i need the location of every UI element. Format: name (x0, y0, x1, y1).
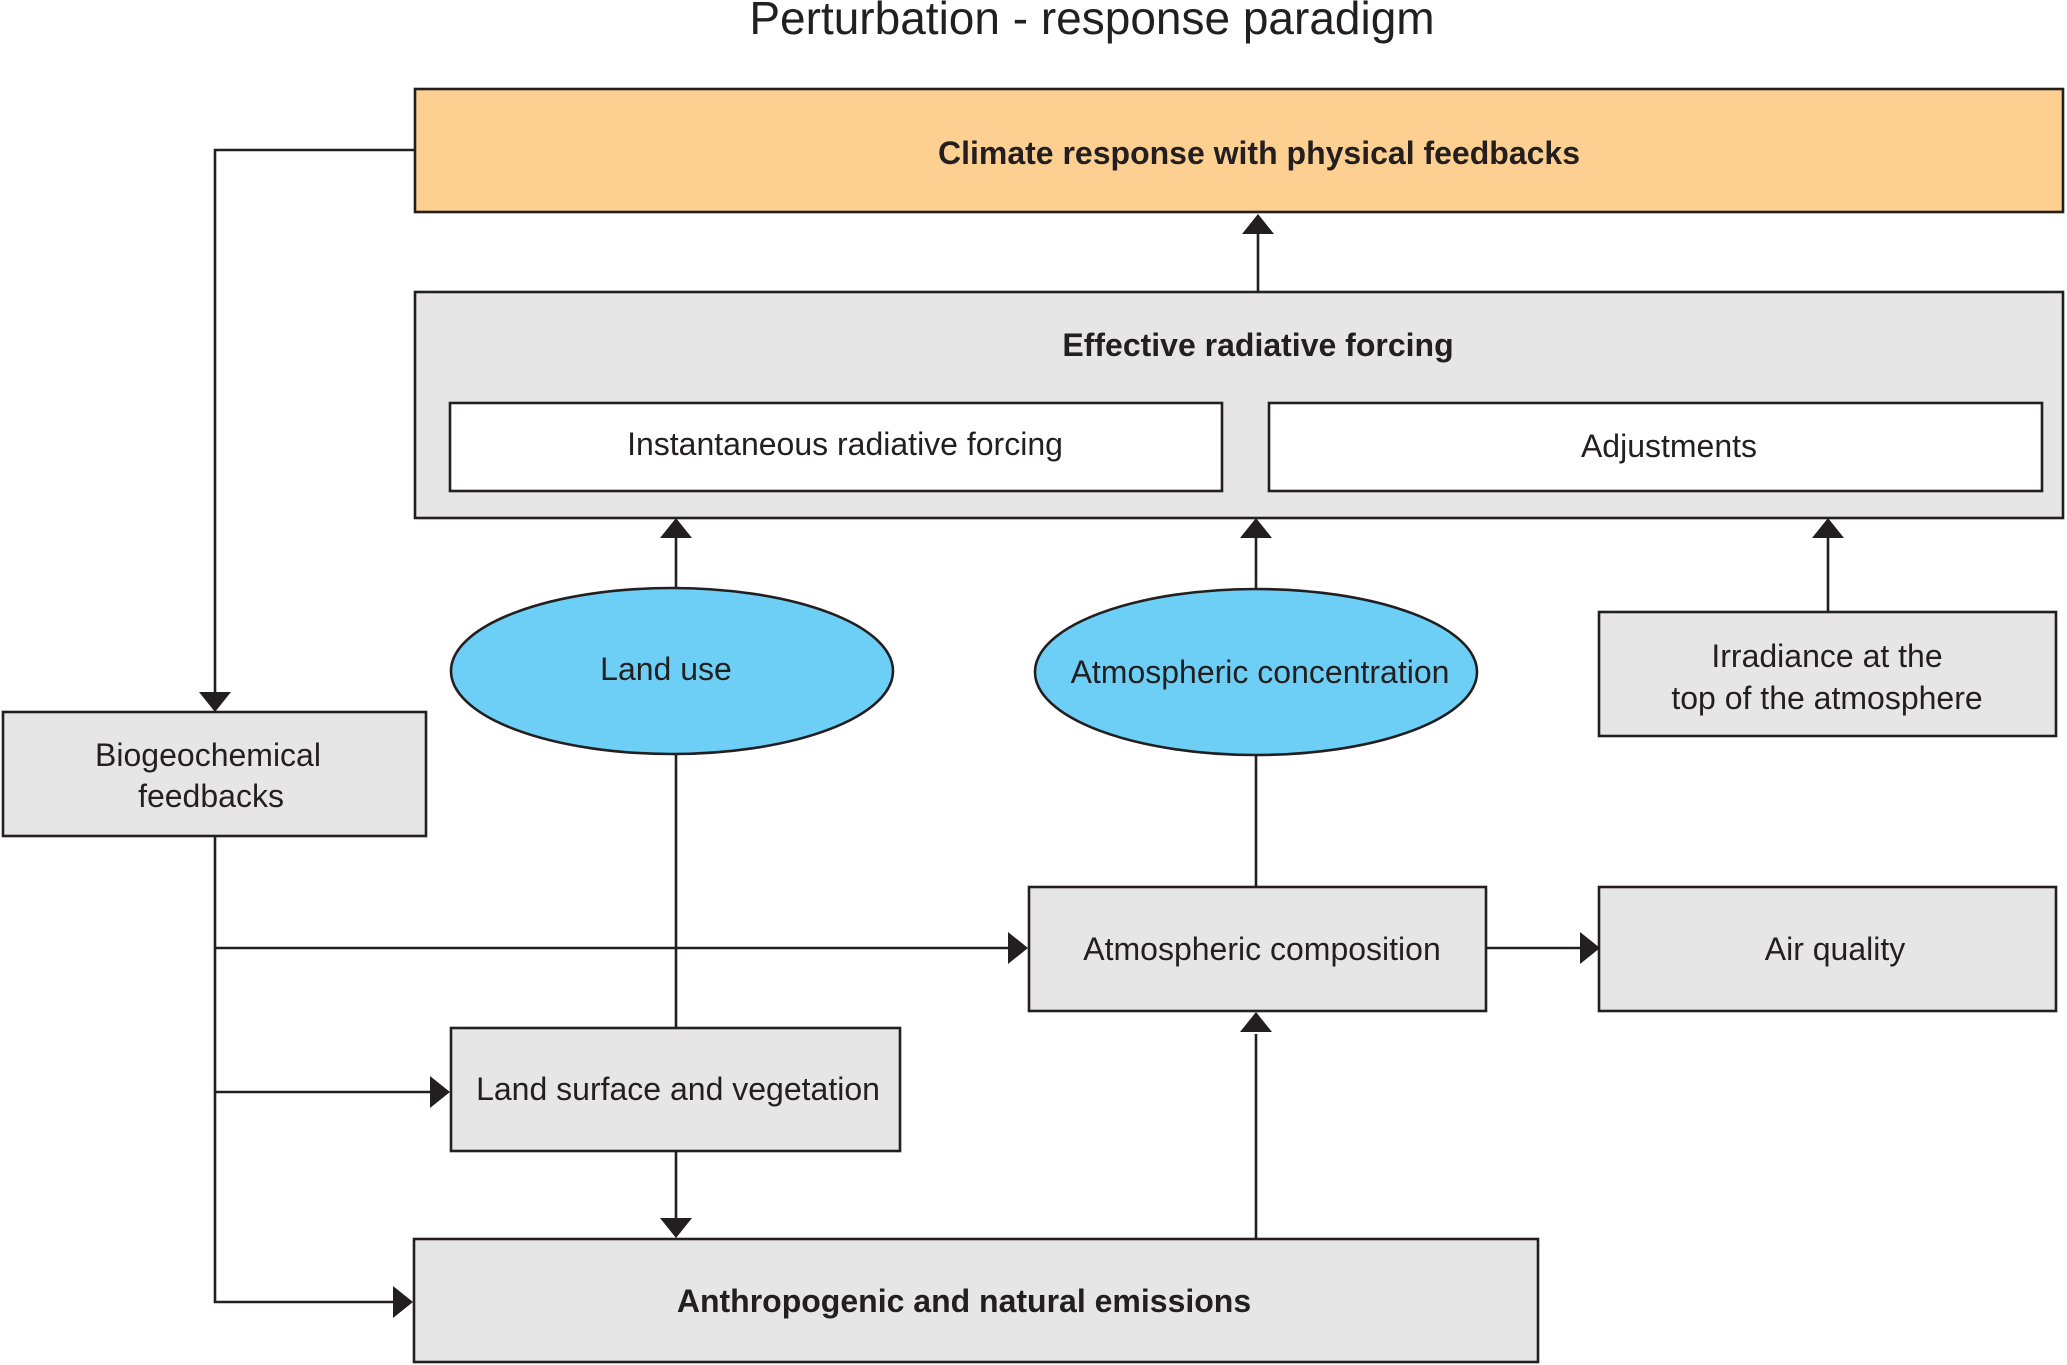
instantaneous-radiative-forcing-box: Instantaneous radiative forcing (448, 401, 1224, 493)
emissions-label: Anthropogenic and natural emissions (677, 1283, 1251, 1319)
arrowheads (199, 214, 1844, 1318)
climate-response-label: Climate response with physical feedbacks (938, 135, 1580, 171)
air-quality-box: Air quality (1597, 885, 2058, 1013)
arrowhead-to-climate (1242, 214, 1274, 234)
biogeochemical-label-line1: Biogeochemical (95, 737, 321, 773)
emissions-box: Anthropogenic and natural emissions (412, 1237, 1540, 1364)
adjustments-label: Adjustments (1581, 428, 1757, 464)
irradiance-label-line2: top of the atmosphere (1671, 680, 1982, 716)
effective-radiative-forcing-box: Effective radiative forcing Instantaneou… (413, 290, 2065, 520)
arrowhead-to-landsurface (430, 1076, 450, 1108)
arrowhead-emissions-to-composition (1240, 1012, 1272, 1032)
atmospheric-concentration-ellipse: Atmospheric concentration (1033, 587, 1479, 757)
irradiance-label-line1: Irradiance at the (1711, 638, 1942, 674)
arrowhead-landsurface-to-emissions (660, 1218, 692, 1238)
diagram-title: Perturbation - response paradigm (749, 0, 1434, 44)
biogeochemical-label-line2: feedbacks (138, 778, 284, 814)
air-quality-label: Air quality (1765, 931, 1906, 967)
edge-biogeochemical-trunk (213, 836, 395, 1304)
adjustments-box: Adjustments (1267, 401, 2044, 493)
edge-climate-to-biogeochemical (213, 148, 415, 696)
connectors (213, 148, 1830, 1304)
arrowhead-to-composition (1008, 932, 1028, 964)
arrowhead-to-emissions-side (393, 1286, 413, 1318)
land-surface-label: Land surface and vegetation (476, 1071, 880, 1107)
atmospheric-composition-box: Atmospheric composition (1027, 885, 1488, 1013)
arrowhead-landuse-to-erf (660, 518, 692, 538)
effective-radiative-forcing-label: Effective radiative forcing (1062, 327, 1453, 363)
climate-response-box: Climate response with physical feedbacks (413, 87, 2065, 214)
biogeochemical-feedbacks-box: Biogeochemical feedbacks (1, 710, 428, 838)
land-surface-box: Land surface and vegetation (449, 1026, 902, 1153)
atmospheric-composition-label: Atmospheric composition (1083, 931, 1440, 967)
arrowhead-to-biogeochemical (199, 692, 231, 712)
instantaneous-radiative-forcing-label: Instantaneous radiative forcing (627, 426, 1063, 462)
arrowhead-concentration-to-erf (1240, 518, 1272, 538)
land-use-ellipse: Land use (449, 586, 895, 756)
arrowhead-irradiance-to-erf (1812, 518, 1844, 538)
land-use-label: Land use (600, 651, 732, 687)
arrowhead-to-airquality (1580, 932, 1600, 964)
atmospheric-concentration-label: Atmospheric concentration (1071, 654, 1450, 690)
irradiance-box: Irradiance at the top of the atmosphere (1597, 610, 2058, 738)
